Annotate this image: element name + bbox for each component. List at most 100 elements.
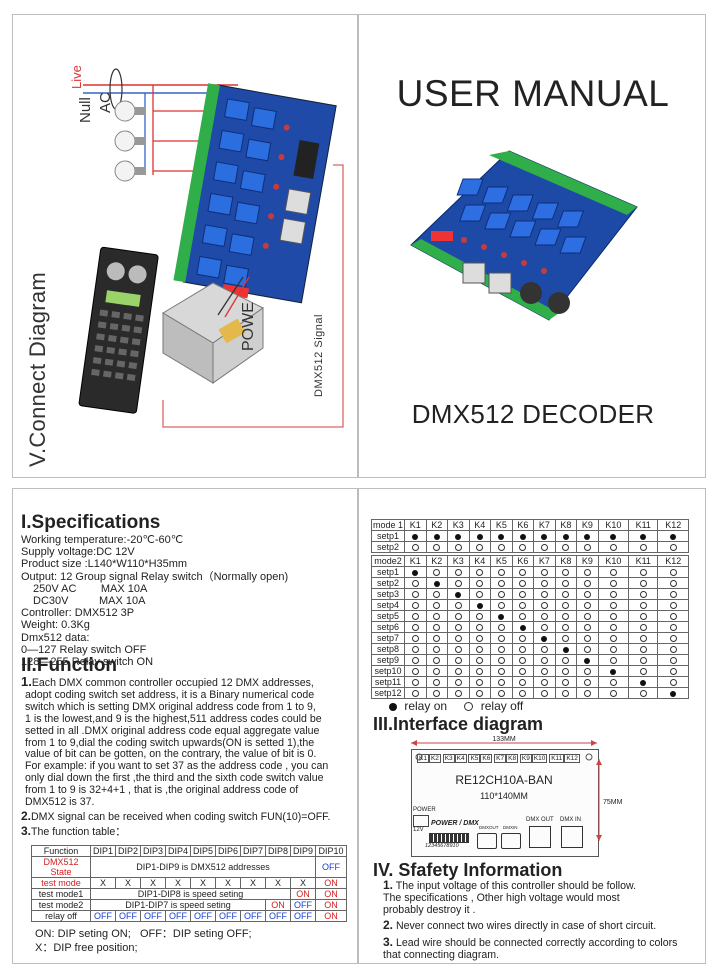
relay-off-icon xyxy=(583,580,591,588)
table-cell: test mode xyxy=(31,877,91,889)
relay-on-icon xyxy=(412,533,419,540)
table-cell: DIP1-DIP7 is speed seting xyxy=(90,899,266,911)
relay-off-icon xyxy=(411,602,419,610)
table-cell: setp6 xyxy=(371,621,405,633)
relay-on-icon xyxy=(610,533,617,540)
relay-off-icon xyxy=(476,657,484,665)
relay-off-icon xyxy=(609,624,617,632)
table-cell: K1 xyxy=(404,555,427,567)
relay-off-icon xyxy=(411,591,419,599)
table-cell: mode 1 xyxy=(371,519,405,531)
function-text: setted in all .DMX original address code… xyxy=(25,724,320,737)
relay-off-icon xyxy=(669,679,677,687)
relay-off-icon xyxy=(497,668,505,676)
relay-off-icon xyxy=(411,646,419,654)
table-cell: K9 xyxy=(576,555,599,567)
item-number: 2. xyxy=(21,808,32,823)
relay-off-icon xyxy=(454,690,462,698)
terminal-label: K7 xyxy=(494,754,507,763)
relay-off-icon xyxy=(540,690,548,698)
table-cell: K6 xyxy=(511,519,535,531)
table-cell: DIP1 xyxy=(90,845,116,857)
spec-line: Output: 12 Group signal Relay switch（Nor… xyxy=(21,570,289,583)
table-row: setp1 xyxy=(371,566,689,578)
mode1-table: mode 1 K1 K2 K3 K4 K5 K6 K7 K8 K9 K10 K1… xyxy=(371,519,689,553)
relay-off-icon xyxy=(433,690,441,698)
relay-off-icon xyxy=(540,613,548,621)
relay-off-icon xyxy=(497,646,505,654)
manual-title: USER MANUAL xyxy=(396,73,670,114)
specs-panel: I.Specifications Working temperature:-20… xyxy=(12,488,358,964)
table-cell: DIP9 xyxy=(290,845,316,857)
relay-off-icon xyxy=(639,657,647,665)
relay-off-icon xyxy=(540,657,548,665)
table-cell: K12 xyxy=(657,555,689,567)
function-text: from 1 to 9 is 32+4+1 , that is ,the ori… xyxy=(25,784,299,797)
table-cell: ON xyxy=(315,910,347,922)
relay-off-icon xyxy=(476,690,484,698)
legend-on-label: relay on xyxy=(404,699,448,713)
relay-off-icon xyxy=(454,613,462,621)
relay-off-icon xyxy=(454,668,462,676)
decoder-title: DMX512 DECODER xyxy=(411,399,655,429)
relay-off-icon xyxy=(639,690,647,698)
table-row: setp2 xyxy=(371,577,689,589)
relay-off-icon xyxy=(562,657,570,665)
terminal-label: K8 xyxy=(506,754,519,763)
table-cell: K11 xyxy=(628,519,659,531)
table-cell: OFF xyxy=(165,910,191,922)
relay-off-icon xyxy=(411,635,419,643)
terminal-label: K1 xyxy=(417,754,429,763)
relay-off-icon xyxy=(497,690,505,698)
relay-on-icon xyxy=(640,533,647,540)
power-supply-image xyxy=(162,282,264,384)
port-label: DMXOUT xyxy=(479,825,499,830)
relay-on-icon xyxy=(455,591,462,598)
relay-off-icon xyxy=(540,646,548,654)
table-cell: DIP4 xyxy=(165,845,191,857)
specs-heading: I.Specifications xyxy=(21,512,161,533)
table-cell: DIP2 xyxy=(115,845,141,857)
relay-off-icon xyxy=(454,624,462,632)
relay-off-icon xyxy=(669,544,677,552)
dip-note: ON: DIP seting ON; OFF：DIP seting OFF; xyxy=(35,928,252,940)
function-text: 1 is the lowest,and 9 is the highest,511… xyxy=(25,712,322,725)
table-cell: K9 xyxy=(576,519,599,531)
relay-off-icon xyxy=(433,613,441,621)
table-cell: OFF xyxy=(290,899,316,911)
table-cell: setp9 xyxy=(371,654,405,666)
function-text: only dial down the first ,the third and … xyxy=(25,772,324,785)
table-row: test mode2 DIP1-DIP7 is speed seting ON … xyxy=(31,899,347,911)
table-cell: ON xyxy=(315,899,347,911)
relay-off-icon xyxy=(562,679,570,687)
terminal-label: K3 xyxy=(442,754,455,763)
relay-off-icon xyxy=(609,690,617,698)
table-cell: test mode2 xyxy=(31,899,91,911)
relay-on-icon xyxy=(412,569,419,576)
terminal-label: K6 xyxy=(480,754,493,763)
relay-off-icon xyxy=(411,668,419,676)
specs-list: Working temperature:-20℃-60℃ Supply volt… xyxy=(21,534,288,668)
function-text: from 1 to 9,dial the coding switch upwar… xyxy=(25,736,315,749)
relay-off-icon xyxy=(562,544,570,552)
function-item-1: 1.Each DMX common controller occupied 12… xyxy=(21,675,330,839)
item-number: 1. xyxy=(383,878,394,892)
relay-off-icon xyxy=(476,544,484,552)
table-cell: OFF xyxy=(215,910,241,922)
relay-off-icon xyxy=(454,580,462,588)
relay-on-icon xyxy=(670,533,677,540)
safety-text: Lead wire should be connected correctly … xyxy=(395,937,678,950)
relay-off-icon xyxy=(476,591,484,599)
relay-off-icon xyxy=(454,635,462,643)
signal-label: DMX512 Signal xyxy=(313,314,325,397)
live-label: Live xyxy=(69,65,84,89)
function-text: value of bit can be gotten, on the contr… xyxy=(25,748,317,761)
table-cell: K8 xyxy=(554,555,578,567)
v12-label: 12V xyxy=(413,827,424,833)
dimension-lines xyxy=(411,740,602,841)
relay-off-icon xyxy=(562,580,570,588)
cover-panel: USER MANUAL DMX512 DECODER xyxy=(358,14,706,478)
table-cell: K2 xyxy=(425,555,449,567)
table-cell: DIP5 xyxy=(190,845,216,857)
relay-off-icon xyxy=(411,679,419,687)
